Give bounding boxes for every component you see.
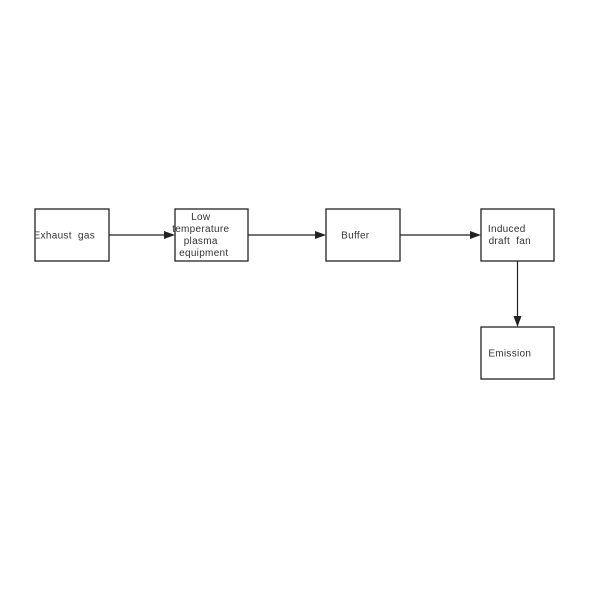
arrowhead-icon xyxy=(315,231,326,239)
edge-exhaust-to-plasma xyxy=(109,231,175,239)
node-label-line: Induced xyxy=(488,224,526,235)
node-box xyxy=(34,208,110,262)
node-label-line: Exhaust gas xyxy=(34,231,95,242)
node-box xyxy=(480,326,555,380)
node-label: Low temperature plasma equipment xyxy=(172,0,251,259)
node-induced-draft-fan: Induced draft fan xyxy=(480,0,555,262)
node-label: Buffer xyxy=(341,231,385,242)
edge-plasma-to-buffer xyxy=(248,231,326,239)
node-low-temperature-plasma-equipment: Low temperature plasma equipment xyxy=(172,0,251,262)
node-label-line: equipment xyxy=(179,248,228,259)
arrowhead-icon xyxy=(513,316,522,327)
node-label: Induced draft fan xyxy=(488,0,547,247)
node-label-line: plasma xyxy=(184,236,218,247)
arrowhead-icon xyxy=(164,231,175,239)
arrowhead-icon xyxy=(470,231,481,239)
node-label-line: Buffer xyxy=(341,231,370,242)
edges xyxy=(109,231,522,327)
node-label: Exhaust gas xyxy=(34,231,111,242)
node-emission: Emission xyxy=(480,326,555,380)
edge-fan-to-emission xyxy=(513,261,522,327)
edge-buffer-to-fan xyxy=(400,231,481,239)
node-label-line: draft fan xyxy=(489,236,531,247)
node-box xyxy=(325,208,401,262)
node-label: Emission xyxy=(488,349,546,360)
node-buffer: Buffer xyxy=(325,208,401,262)
node-label-line: Emission xyxy=(488,349,531,360)
node-label-line: temperature xyxy=(172,224,229,235)
node-box xyxy=(480,208,555,262)
node-exhaust-gas: Exhaust gas xyxy=(34,208,111,262)
node-box xyxy=(174,208,249,262)
node-label-line: Low xyxy=(191,212,211,223)
